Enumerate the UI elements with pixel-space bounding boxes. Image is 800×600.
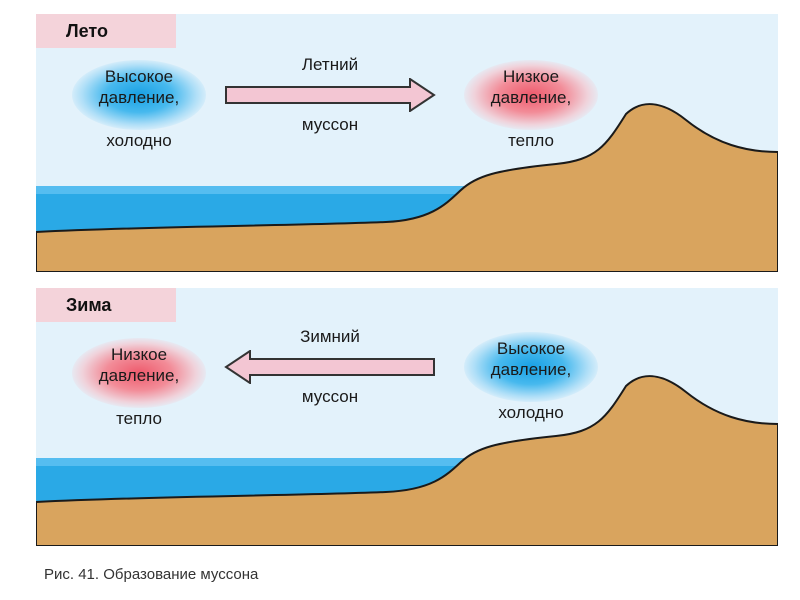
pressure-line1: Низкое	[110, 345, 168, 364]
winter-monsoon-arrow: Зимний муссон	[220, 326, 440, 408]
high-pressure-cold: Высокое давление, холодно	[456, 332, 606, 423]
arrow-label-line2: муссон	[301, 115, 359, 134]
cold-air-gradient	[464, 332, 598, 402]
winter-landscape	[36, 375, 778, 546]
low-pressure-warm: Низкое давление, тепло	[456, 60, 606, 151]
summer-panel: Лето Высокое давление, холодно Летний му…	[36, 14, 778, 272]
cold-air-gradient	[72, 60, 206, 130]
sea-top-light	[36, 458, 476, 466]
low-pressure-warm: Низкое давление, тепло	[64, 338, 214, 429]
temperature-label: тепло	[508, 131, 554, 150]
pressure-line2: давление,	[98, 366, 180, 385]
high-pressure-cold: Высокое давление, холодно	[64, 60, 214, 151]
pressure-line1: Высокое	[104, 67, 174, 86]
sea-top-light	[36, 186, 476, 194]
pressure-line1: Высокое	[496, 339, 566, 358]
winter-panel: Зима Низкое давление, тепло Зимний муссо…	[36, 288, 778, 546]
warm-air-gradient	[464, 60, 598, 130]
figure-caption: Рис. 41. Образование муссона	[44, 566, 259, 583]
arrow-label-line2: муссон	[301, 387, 359, 406]
arrow-label-line1: Летний	[301, 55, 359, 74]
pressure-line2: давление,	[490, 88, 572, 107]
season-label-summer: Лето	[36, 14, 176, 48]
arrow-left-icon	[224, 350, 435, 384]
arrow-right-icon	[225, 78, 436, 112]
land	[36, 375, 778, 546]
pressure-line1: Низкое	[502, 67, 560, 86]
arrow-label-line1: Зимний	[300, 327, 360, 346]
summer-monsoon-arrow: Летний муссон	[220, 54, 440, 136]
temperature-label: тепло	[116, 409, 162, 428]
pressure-line2: давление,	[490, 360, 572, 379]
season-label-winter: Зима	[36, 288, 176, 322]
pressure-line2: давление,	[98, 88, 180, 107]
warm-air-gradient	[72, 338, 206, 408]
summer-landscape	[36, 103, 778, 272]
temperature-label: холодно	[106, 131, 172, 150]
land	[36, 103, 778, 272]
temperature-label: холодно	[498, 403, 564, 422]
